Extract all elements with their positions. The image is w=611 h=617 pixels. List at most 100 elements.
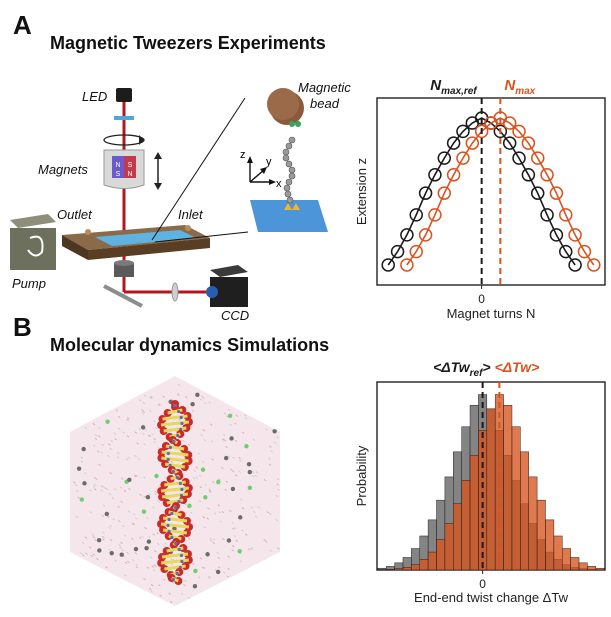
water-molecule — [126, 417, 130, 420]
data-point — [521, 136, 536, 150]
water-molecule — [276, 483, 280, 486]
water-molecule — [247, 548, 251, 551]
ion — [205, 552, 210, 557]
water-molecule — [134, 474, 138, 477]
water-molecule — [84, 472, 87, 475]
water-molecule — [170, 600, 173, 604]
water-molecule — [108, 526, 111, 530]
ion — [82, 481, 87, 486]
water-molecule — [143, 476, 146, 479]
water-molecule — [121, 549, 125, 552]
water-molecule — [135, 566, 139, 569]
dna-atom — [168, 445, 173, 450]
led-label: LED — [82, 89, 108, 104]
water-molecule — [170, 558, 174, 561]
ion — [244, 444, 249, 449]
ion — [76, 466, 82, 471]
water-molecule — [118, 544, 121, 547]
water-molecule — [218, 478, 221, 481]
water-molecule — [197, 452, 201, 455]
dna-atom — [171, 469, 175, 474]
flow-channel-icon — [95, 230, 196, 246]
water-molecule — [150, 395, 153, 398]
dna-atom — [176, 433, 180, 438]
water-molecule — [94, 476, 97, 480]
water-molecule — [204, 483, 208, 487]
water-molecule — [94, 437, 98, 440]
water-molecule — [195, 466, 199, 469]
ion — [96, 538, 102, 543]
water-molecule — [157, 542, 160, 546]
water-molecule — [92, 553, 96, 556]
zoom-line-bottom — [154, 231, 249, 243]
water-molecule — [106, 515, 110, 518]
pump-icon — [10, 228, 56, 270]
pump-label: Pump — [12, 276, 46, 291]
data-point — [530, 151, 545, 165]
water-molecule — [203, 402, 207, 405]
dna-atom — [166, 523, 170, 528]
water-molecule — [221, 510, 225, 514]
coordinate-axes-icon — [249, 160, 272, 183]
dna-base-pair — [163, 426, 187, 433]
magnet-n-text: N — [115, 162, 120, 169]
water-molecule — [149, 409, 152, 413]
water-molecule — [108, 492, 112, 496]
data-point — [502, 116, 517, 130]
water-molecule — [245, 533, 248, 536]
ion — [229, 436, 234, 441]
water-molecule — [191, 523, 194, 526]
water-molecule — [138, 536, 142, 540]
water-molecule — [275, 518, 278, 522]
dna-atom — [180, 559, 184, 564]
data-point — [521, 168, 536, 182]
water-molecule — [224, 488, 227, 491]
water-molecule — [200, 434, 203, 437]
dna-backbone-atom — [157, 421, 166, 429]
water-molecule — [241, 529, 244, 532]
water-molecule — [110, 440, 113, 443]
histogram-bar — [587, 566, 597, 571]
water-molecule — [109, 524, 113, 528]
water-molecule — [108, 443, 111, 446]
histogram-bar — [436, 539, 446, 571]
water-molecule — [145, 517, 149, 520]
data-point — [456, 124, 470, 139]
water-molecule — [211, 458, 214, 461]
histogram-bar — [478, 430, 488, 571]
water-molecule — [98, 463, 101, 466]
data-point — [540, 208, 554, 222]
dna-base-pair — [161, 486, 189, 493]
water-molecule — [89, 489, 92, 492]
water-molecule — [226, 575, 229, 578]
dna-base-pair — [164, 564, 186, 571]
water-molecule — [266, 511, 270, 514]
water-molecule — [202, 396, 205, 399]
water-molecule — [97, 450, 100, 453]
water-molecule — [148, 493, 151, 496]
water-molecule — [269, 549, 272, 552]
water-molecule — [208, 401, 211, 404]
bead-linker-icon — [289, 121, 295, 127]
water-molecule — [164, 476, 167, 479]
mirror-icon — [103, 284, 143, 308]
ion — [127, 477, 132, 482]
histogram-bar — [469, 455, 479, 571]
histogram-bar — [553, 535, 563, 571]
ion — [226, 538, 232, 543]
water-molecule — [153, 564, 156, 567]
data-point — [559, 244, 573, 259]
water-molecule — [127, 488, 131, 491]
water-molecule — [88, 546, 92, 549]
water-molecule — [263, 479, 267, 482]
ion — [133, 546, 139, 552]
ion — [145, 494, 151, 500]
water-molecule — [102, 504, 106, 507]
water-molecule — [118, 520, 121, 523]
dna-atom — [177, 547, 181, 552]
water-molecule — [201, 566, 205, 569]
water-molecule — [233, 535, 237, 538]
water-molecule — [119, 546, 122, 549]
water-molecule — [111, 497, 115, 500]
water-molecule — [118, 427, 121, 430]
